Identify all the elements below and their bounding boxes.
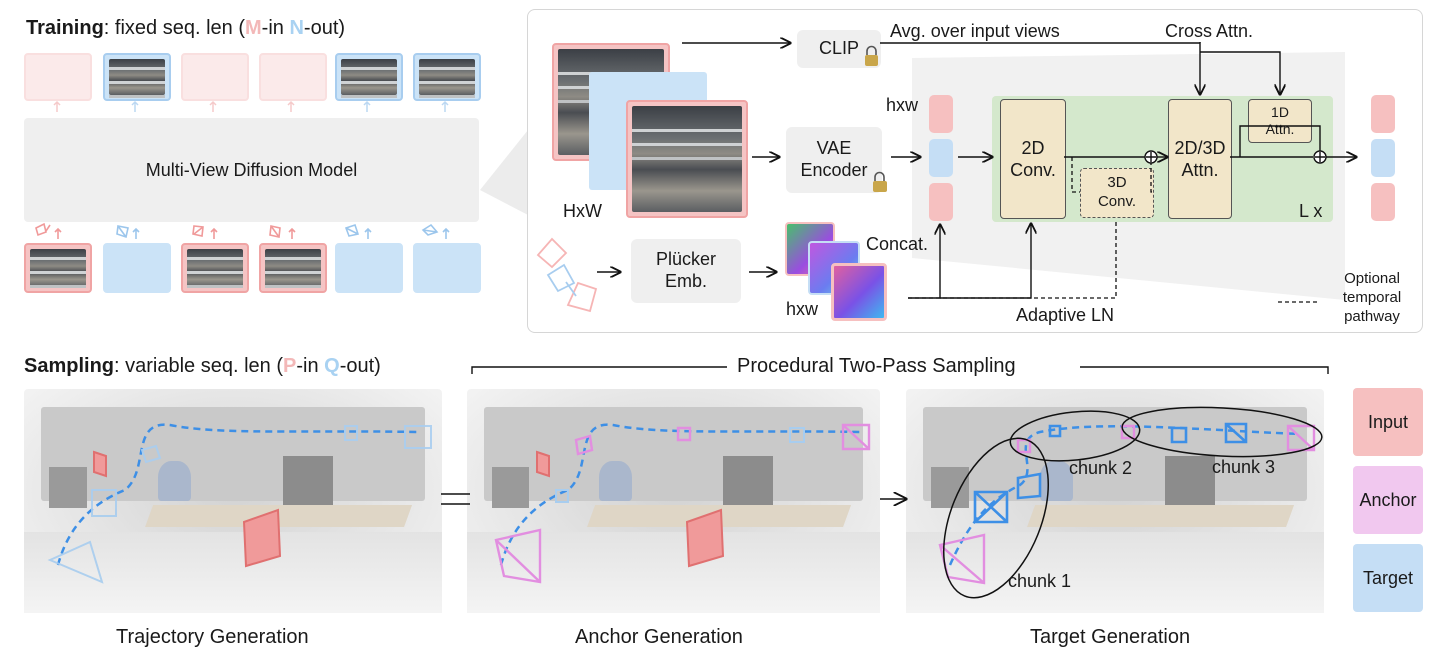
output-frame-1 (24, 53, 92, 101)
target-token (929, 139, 953, 177)
output-frame-4 (259, 53, 327, 101)
hxw-token-label: hxw (886, 95, 919, 115)
legend-anchor: Anchor (1353, 466, 1423, 534)
input-frame-1 (24, 243, 92, 293)
camera-icon-4 (269, 225, 296, 239)
camera-icon-3 (192, 225, 218, 239)
legend-target: Target (1353, 544, 1423, 612)
camera-icon-1 (35, 222, 62, 239)
conv3d-box: 3D Conv. (1080, 168, 1154, 218)
target-cameras (973, 422, 1248, 524)
trajectory-input-camera-2 (242, 508, 282, 568)
hxw-lower-label: hxw (786, 299, 819, 319)
chunk-1-label: chunk 1 (1008, 571, 1072, 591)
training-heading: Training: fixed seq. len (M-in N-out) (26, 17, 346, 39)
caption-anchor: Anchor Generation (575, 626, 743, 648)
camera-rig-icon (536, 237, 598, 313)
output-frame-6 (413, 53, 481, 101)
optional-temporal-label: Optional temporal pathway (1342, 270, 1402, 325)
plucker-embedding-box: Plücker Emb. (631, 239, 741, 303)
multi-view-diffusion-model-box: Multi-View Diffusion Model (24, 118, 479, 222)
chunk-3-label: chunk 3 (1212, 457, 1276, 477)
procedural-sampling-label: Procedural Two-Pass Sampling (737, 355, 1016, 377)
output-frame-5 (335, 53, 403, 101)
model-label: Multi-View Diffusion Model (145, 159, 358, 180)
legend-input: Input (1353, 388, 1423, 456)
input-frame-6 (413, 243, 481, 293)
cross-attn-label: Cross Attn. (1165, 21, 1254, 41)
input-frame-4 (259, 243, 327, 293)
attn1d-box: 1D Attn. (1248, 99, 1312, 143)
conv2d-box: 2D Conv. (1000, 99, 1066, 219)
attn2d3d-box: 2D/3D Attn. (1168, 99, 1232, 219)
output-frame-2 (103, 53, 171, 101)
output-token-3 (1371, 183, 1395, 221)
zoom-wedge (480, 130, 528, 215)
input-token-2 (929, 183, 953, 221)
anchor-scene (467, 389, 880, 613)
chunk-2-label: chunk 2 (1069, 458, 1133, 478)
vae-encoder-box: VAE Encoder (786, 127, 882, 193)
camera-icon-5 (344, 223, 372, 239)
caption-trajectory: Trajectory Generation (116, 626, 309, 648)
chunk-ellipses (942, 406, 1323, 599)
trajectory-scene (24, 389, 442, 613)
input-token-1 (929, 95, 953, 133)
procedural-bracket (471, 366, 1329, 374)
lock-icon-clip (865, 45, 878, 66)
anchor-cameras (494, 423, 871, 584)
output-token-2 (1371, 139, 1395, 177)
layer-repeat-label: L x (1299, 201, 1323, 221)
camera-icon-2 (116, 225, 140, 239)
caption-target: Target Generation (1030, 626, 1191, 648)
equals-sign (441, 493, 470, 505)
concat-label: Concat. (866, 234, 929, 254)
sampling-heading: Sampling: variable seq. len (P-in Q-out) (24, 355, 381, 377)
arch-input-image-2 (626, 100, 748, 218)
input-frame-2 (103, 243, 171, 293)
output-frame-3 (181, 53, 249, 101)
trajectory-path-1 (56, 423, 421, 566)
output-token-1 (1371, 95, 1395, 133)
avg-over-input-views-label: Avg. over input views (890, 21, 1060, 41)
lock-icon-vae (873, 171, 887, 192)
adaptive-ln-label: Adaptive LN (1016, 305, 1115, 325)
plucker-map-3 (831, 263, 887, 321)
hxw-upper-label: HxW (563, 201, 602, 221)
trajectory-input-camera-1 (93, 450, 107, 478)
camera-icon-6 (421, 223, 450, 239)
input-frame-3 (181, 243, 249, 293)
input-frame-5 (335, 243, 403, 293)
